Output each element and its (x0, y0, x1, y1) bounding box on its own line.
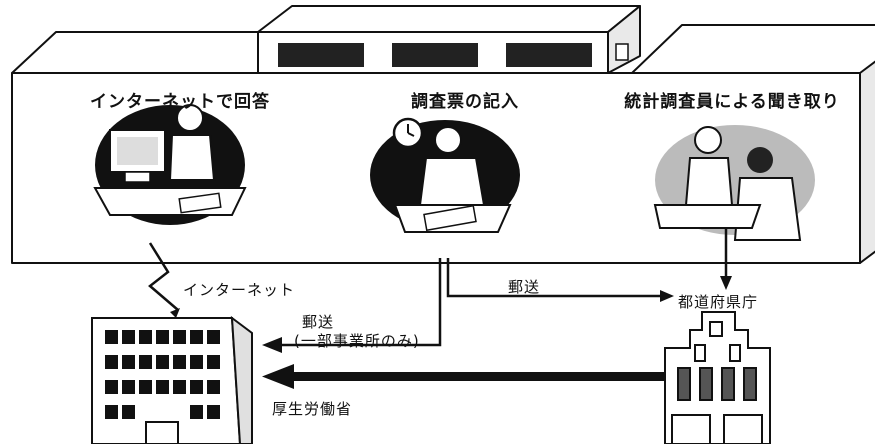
questionnaire-writer-illustration (370, 117, 520, 233)
computer-worker-illustration (93, 104, 247, 225)
prefecture-building (664, 311, 771, 445)
right-roof (631, 24, 875, 74)
mail-to-prefecture-label: 郵送 (508, 278, 541, 296)
internet-flow-label: インターネット (183, 281, 296, 299)
internet-line (148, 242, 179, 311)
left-roof (11, 31, 266, 74)
ministry-building (91, 315, 253, 445)
ministry-label: 厚生労働省 (272, 400, 353, 418)
prefecture-to-ministry-arrow (294, 372, 664, 381)
method-interviewer-label: 統計調査員による聞き取り (624, 92, 840, 112)
mail-partial-note: (一部事業所のみ) (294, 332, 420, 350)
method-questionnaire-label: 調査票の記入 (411, 92, 519, 112)
top-roof (257, 5, 641, 33)
mail-to-prefecture-arrow (446, 258, 660, 298)
window (278, 43, 364, 67)
prefecture-label: 都道府県庁 (678, 293, 759, 311)
method-internet-label: インターネットで回答 (90, 92, 270, 112)
upper-windows (278, 43, 629, 67)
mail-to-ministry-arrow (282, 258, 442, 347)
window (392, 43, 478, 67)
window (506, 43, 592, 67)
lower-side (859, 60, 875, 264)
interview-illustration (653, 125, 815, 241)
mail-to-ministry-label: 郵送 (302, 313, 335, 331)
side-window (615, 43, 629, 61)
